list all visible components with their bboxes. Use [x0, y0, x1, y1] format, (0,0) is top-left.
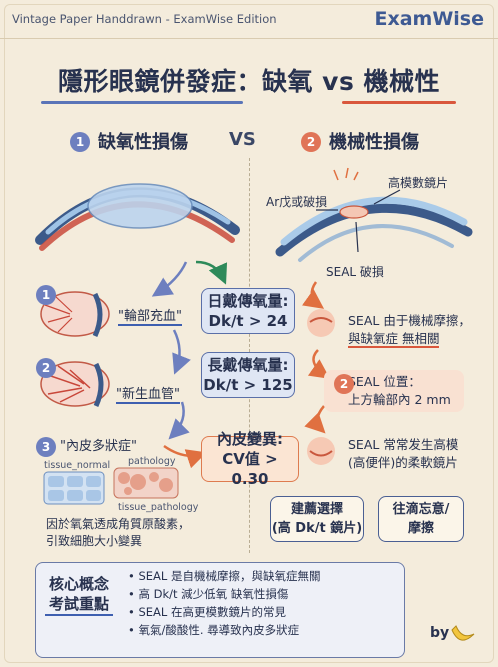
step-1-number: 1 — [36, 285, 56, 305]
right-section-title: 機械性損傷 — [329, 132, 419, 153]
step-1-label: "輪部充血" — [118, 309, 182, 326]
label-seal-break: SEAL 破損 — [326, 265, 384, 279]
arrow-right-3 — [304, 405, 326, 434]
endothelial-line1: 內皮變異: — [217, 430, 283, 448]
left-note-line2: 引致細胞大小變異 — [46, 534, 143, 548]
pathology-label: pathology — [128, 456, 176, 467]
tissue-normal-image — [43, 471, 105, 505]
core-title: 核心概念 考試重點 — [45, 574, 113, 616]
header-rule — [0, 38, 498, 39]
cornea-lens-illustration — [35, 183, 240, 251]
step-3-label: "內皮多狀症" — [60, 439, 137, 454]
right-item3-line2: (高便伴)的柔軟鏡片 — [348, 455, 458, 470]
tissue-pathology-image — [113, 467, 179, 499]
banana-icon — [451, 625, 475, 641]
title-underline-red — [342, 101, 456, 104]
step-2-label: "新生血管" — [116, 387, 180, 404]
step-2-number: 2 — [36, 358, 56, 378]
daily-wear-box: 日戴傳氧量: Dk/t > 24 — [201, 288, 295, 334]
daily-wear-line1: 日戴傳氧量: — [207, 292, 289, 310]
caution-line1: 往滴忘意/ — [392, 502, 450, 517]
eye-icon-2 — [40, 361, 110, 408]
core-bullet: SEAL 是自機械摩擦，與缺氧症無關 — [128, 567, 320, 585]
seal-icon-2 — [307, 437, 335, 465]
arrow-step1 — [151, 261, 188, 297]
endothelial-line2: CV值 > 0.30 — [222, 450, 278, 488]
core-title-line1: 核心概念 — [48, 575, 109, 593]
series-label: Vintage Paper Handdrawn - ExamWise Editi… — [12, 12, 277, 26]
core-title-line2: 考試重點 — [45, 594, 113, 616]
right-item1-line2: 與缺氧症 無相關 — [348, 331, 440, 348]
endothelial-change-box: 內皮變異: CV值 > 0.30 — [201, 430, 299, 488]
paper-frame — [4, 4, 494, 663]
label-high-modulus-lens: 高模數鏡片 — [388, 176, 449, 190]
recommend-line1: 建薦選擇 — [290, 502, 343, 517]
seal-location-line2: 上方輪部內 2 mm — [348, 392, 451, 407]
arrow-to-box3 — [163, 444, 207, 469]
core-bullets: SEAL 是自機械摩擦，與缺氧症無關 高 Dk/t 減少低氧 缺氧性損傷 SEA… — [128, 567, 320, 639]
pointer-seal — [355, 221, 359, 253]
arrow-step3 — [168, 401, 190, 440]
signature: by — [430, 625, 450, 641]
step-3-number: 3 — [36, 437, 56, 457]
left-section-number: 1 — [70, 132, 90, 152]
title-underline-blue — [41, 101, 243, 104]
core-bullet: 高 Dk/t 減少低氧 缺氧性損傷 — [128, 585, 320, 603]
arrow-step2 — [172, 329, 191, 375]
arrow-to-box1 — [195, 260, 228, 285]
right-item1-line1: SEAL 由于機械摩擦， — [348, 313, 471, 328]
arrow-right-1 — [301, 281, 325, 309]
seal-location-number: 2 — [334, 374, 354, 394]
left-note-line1: 因於氧氣透成角質原酸素， — [46, 517, 191, 531]
extended-wear-line1: 長戴傳氧量: — [207, 356, 289, 374]
pointer-lens — [373, 189, 401, 205]
label-ar: Ar戊或破損 — [266, 195, 328, 209]
core-bullet: SEAL 在高更模數鏡片的常見 — [128, 603, 320, 621]
left-section-title: 缺氧性損傷 — [98, 132, 188, 153]
seal-icon-1 — [307, 309, 335, 337]
tissue-normal-label: tissue_normal — [44, 460, 111, 471]
arrow-right-2 — [307, 349, 331, 379]
tissue-pathology-label: tissue_pathology — [118, 502, 199, 513]
right-section-number: 2 — [301, 132, 321, 152]
seal-location-line1: SEAL 位置： — [348, 374, 421, 389]
caution-box: 往滴忘意/ 摩擦 — [378, 496, 464, 542]
recommend-line2: (高 Dk/t 鏡片) — [271, 521, 363, 536]
mechanical-cornea-illustration — [275, 167, 473, 262]
right-item3-line1: SEAL 常常发生高模 — [348, 437, 459, 452]
page-title: 隱形眼鏡併發症：缺氧 vs 機械性 — [57, 67, 441, 96]
caution-line2: 摩擦 — [407, 521, 434, 536]
recommend-box: 建薦選擇 (高 Dk/t 鏡片) — [270, 496, 364, 542]
eye-icon-1 — [40, 291, 110, 338]
daily-wear-line2: Dk/t > 24 — [208, 312, 288, 330]
brand-logo: ExamWise — [374, 8, 484, 30]
extended-wear-box: 長戴傳氧量: Dk/t > 125 — [201, 352, 295, 398]
extended-wear-line2: Dk/t > 125 — [203, 376, 293, 394]
core-bullet: 氧氣/酸酸性. 尋導致內皮多狀症 — [128, 621, 320, 639]
vs-label: VS — [229, 129, 256, 150]
